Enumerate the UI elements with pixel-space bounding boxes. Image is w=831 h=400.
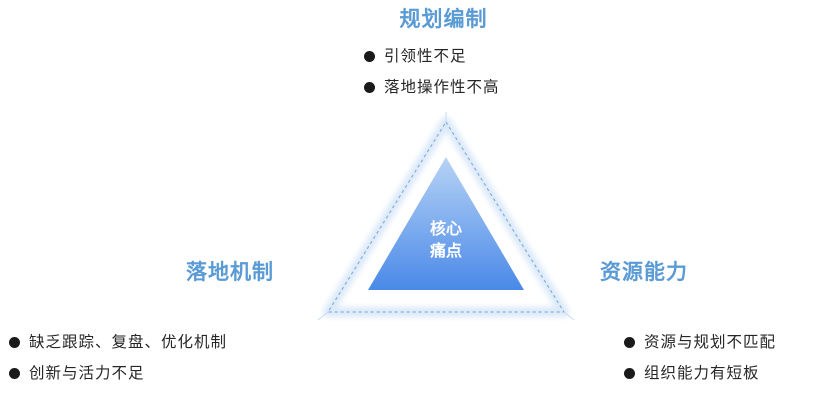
bullet-icon bbox=[9, 337, 20, 348]
point-text: 缺乏跟踪、复盘、优化机制 bbox=[29, 333, 228, 351]
bullet-icon bbox=[624, 337, 635, 348]
point-text: 资源与规划不匹配 bbox=[644, 333, 777, 351]
outer-triangle-outline bbox=[326, 120, 566, 313]
bullet-icon bbox=[624, 368, 635, 379]
center-label-line-2: 痛点 bbox=[429, 241, 462, 260]
right-points-list: 资源与规划不匹配 组织能力有短板 bbox=[622, 327, 776, 389]
list-item: 资源与规划不匹配 bbox=[622, 327, 776, 358]
center-label: 核心 痛点 bbox=[396, 218, 496, 262]
connector-left bbox=[317, 311, 329, 321]
list-item: 创新与活力不足 bbox=[7, 358, 227, 389]
connector-right bbox=[563, 311, 575, 321]
list-item: 缺乏跟踪、复盘、优化机制 bbox=[7, 327, 227, 358]
point-text: 组织能力有短板 bbox=[644, 364, 760, 382]
bullet-icon bbox=[9, 368, 20, 379]
bullet-icon bbox=[364, 51, 375, 62]
inner-triangle bbox=[368, 157, 524, 290]
point-text: 落地操作性不高 bbox=[384, 78, 500, 96]
top-points-list: 引领性不足 落地操作性不高 bbox=[362, 41, 500, 103]
point-text: 创新与活力不足 bbox=[29, 364, 145, 382]
list-item: 组织能力有短板 bbox=[622, 358, 776, 389]
heading-plan-compilation: 规划编制 bbox=[399, 7, 488, 31]
list-item: 引领性不足 bbox=[362, 41, 500, 72]
left-points-list: 缺乏跟踪、复盘、优化机制 创新与活力不足 bbox=[7, 327, 227, 389]
list-item: 落地操作性不高 bbox=[362, 72, 500, 103]
center-label-line-1: 核心 bbox=[429, 219, 462, 238]
heading-implementation-mechanism: 落地机制 bbox=[186, 260, 274, 284]
bullet-icon bbox=[364, 82, 375, 93]
point-text: 引领性不足 bbox=[384, 47, 467, 65]
heading-resource-capability: 资源能力 bbox=[600, 260, 688, 284]
